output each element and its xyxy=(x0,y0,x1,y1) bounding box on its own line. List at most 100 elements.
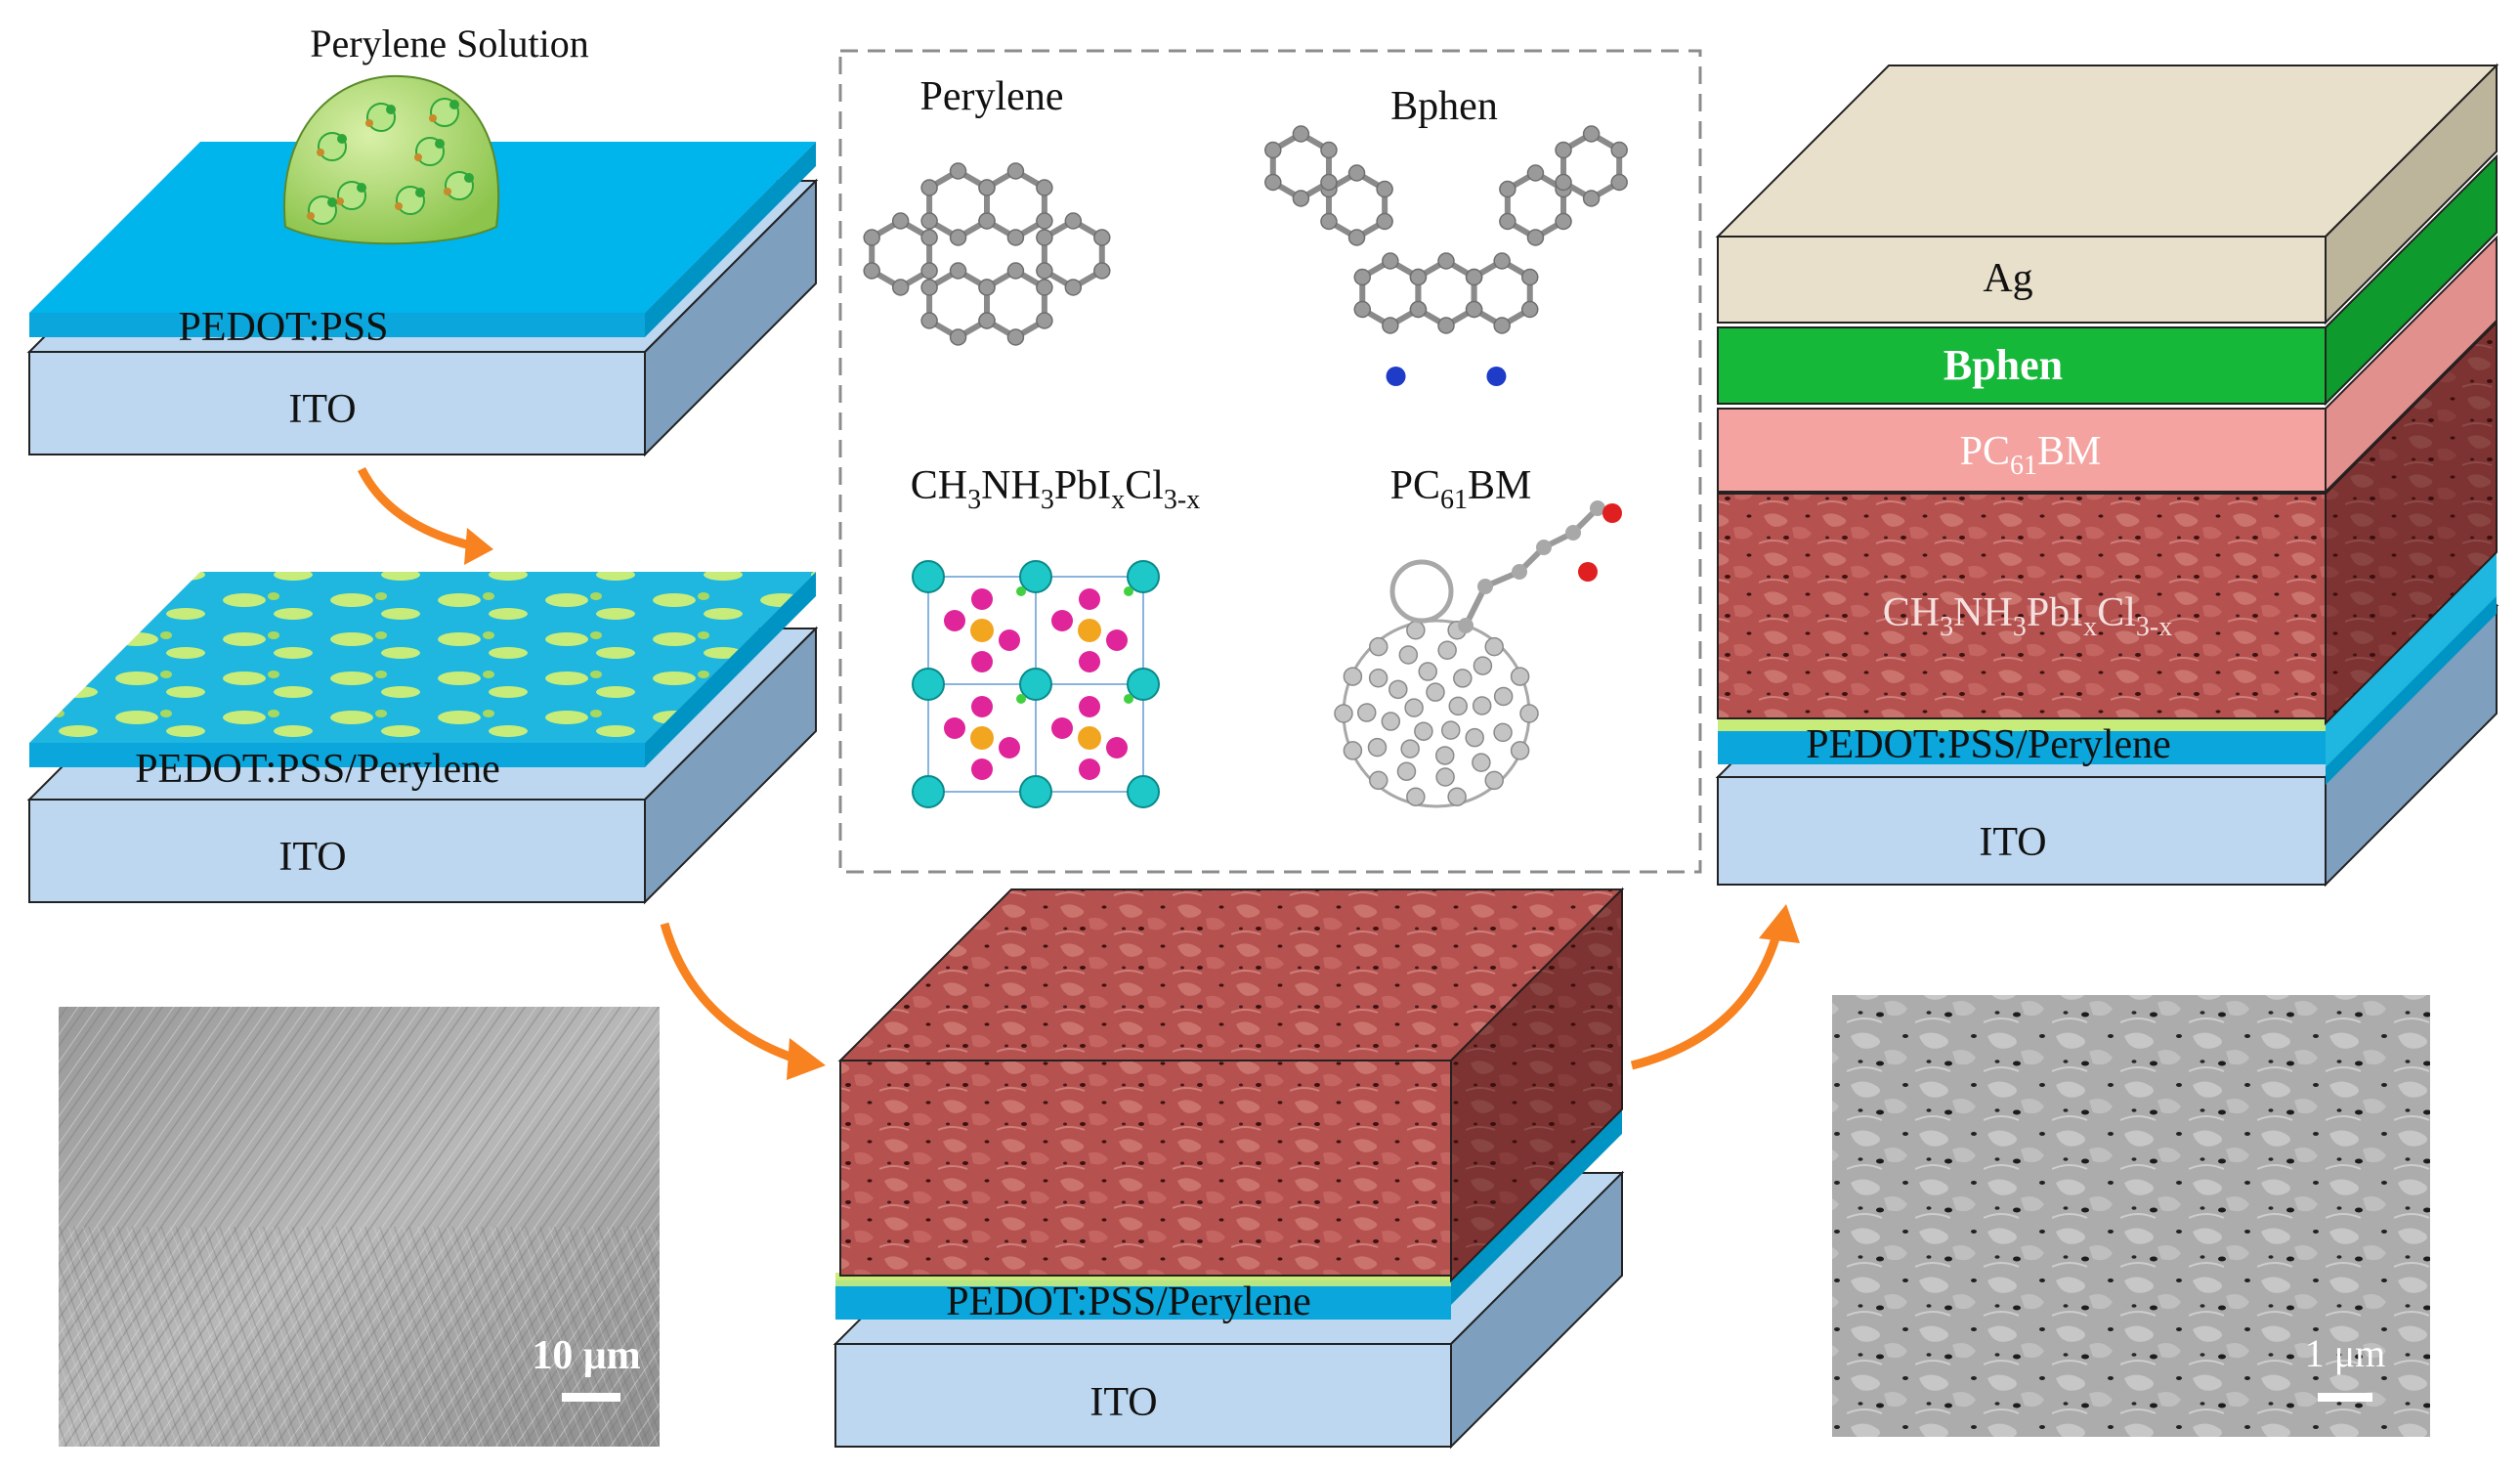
lattice-lead xyxy=(970,619,994,642)
perylene-ring-atom xyxy=(920,279,938,296)
perovskite-layer-label: CH3NH3PbIxCl3-x xyxy=(1883,590,2172,642)
fullerene-atom xyxy=(1465,727,1484,748)
solute-atom xyxy=(444,188,451,195)
perylene-ring-atom xyxy=(863,262,880,280)
process-arrow-3-head xyxy=(1759,904,1800,943)
formula-part: BM xyxy=(2037,429,2101,474)
bphen-ring-atom xyxy=(1409,268,1428,286)
sem-left-scale-label: 10 μm xyxy=(532,1333,640,1378)
fullerene-atom xyxy=(1426,682,1445,702)
formula-sub: x xyxy=(1111,485,1125,515)
side-chain-bonds xyxy=(1463,505,1601,628)
perylene-ring-atom xyxy=(1006,262,1025,280)
lattice-halide xyxy=(1079,588,1100,610)
bphen-ring-atom xyxy=(1526,229,1545,246)
oxygen-atom xyxy=(1602,503,1622,523)
perylene-film-edge xyxy=(1718,719,2326,731)
lattice-halide xyxy=(999,737,1020,758)
perovskite-side-shade xyxy=(2326,323,2497,723)
bphen-ring-bonds xyxy=(1560,130,1623,202)
formula-sub: 3 xyxy=(967,485,981,515)
device-stack: Ag Bphen PC61BM CH3NH3PbIxCl3-x PEDOT:PS… xyxy=(1715,63,2499,888)
lattice-lead xyxy=(970,726,994,750)
formula-part: BM xyxy=(1468,463,1531,508)
lattice-halide xyxy=(1079,758,1100,780)
bphen-ring-atom xyxy=(1437,317,1455,334)
bphen-ring-bonds xyxy=(1359,257,1422,329)
solute-atom xyxy=(415,188,425,197)
fullerene-atom xyxy=(1381,712,1401,731)
perovskite-formula-label: CH3NH3PbIxCl3-x xyxy=(911,463,1200,515)
formula-sub: 3-x xyxy=(2136,612,2172,642)
bphen-ring-atom xyxy=(1353,268,1372,286)
bphen-ring-atom xyxy=(1292,125,1310,143)
side-chain-atom xyxy=(1458,618,1474,633)
ito-label-step1: ITO xyxy=(288,387,356,432)
pedot-front-face xyxy=(29,313,645,337)
side-chain-atom xyxy=(1565,525,1581,541)
bphen-ring-atom xyxy=(1520,300,1539,319)
solute-atom xyxy=(429,114,437,122)
solute-atom xyxy=(317,149,324,156)
bphen-ring-atom xyxy=(1493,317,1511,334)
ito-front-face xyxy=(1717,776,2327,886)
ag-side-face xyxy=(2325,63,2498,325)
perovskite-side-face xyxy=(2325,320,2498,726)
perylene-ring-atom xyxy=(920,262,938,280)
solute-atom xyxy=(337,134,347,144)
bphen-ring-atom xyxy=(1264,173,1282,192)
bphen-ring-atom xyxy=(1320,141,1338,159)
bphen-ring-atom xyxy=(1582,125,1601,143)
ito-label-device: ITO xyxy=(1979,820,2046,865)
perylene-solution-title: Perylene Solution xyxy=(310,22,589,65)
perylene-ring-atom xyxy=(1064,212,1083,230)
side-chain-atom xyxy=(1536,540,1552,555)
sem-right-background xyxy=(1832,995,2430,1437)
sem-right-overlay xyxy=(1832,995,2430,1437)
sem-right-scale-bar xyxy=(2318,1393,2372,1402)
bphen-ring-bonds xyxy=(1269,130,1332,202)
formula-part: PC xyxy=(1960,429,2010,474)
fullerene-atom xyxy=(1367,737,1388,758)
perylene-ring-atom xyxy=(1093,262,1111,280)
bphen-ring-atom xyxy=(1582,190,1601,207)
fullerene-atom xyxy=(1369,770,1388,791)
fullerene-atom xyxy=(1357,703,1377,722)
pedot-side-face xyxy=(2326,593,2497,785)
perylene-ring-bonds xyxy=(984,267,1047,341)
bphen-ring-atom xyxy=(1347,229,1366,246)
fullerene-atom xyxy=(1369,636,1388,657)
perylene-ring-atom xyxy=(920,229,938,246)
bphen-ring-atom xyxy=(1376,180,1393,198)
fullerene-atom xyxy=(1343,741,1363,760)
sem-image-perovskite: 1 μm xyxy=(1832,995,2430,1437)
fullerene-atom xyxy=(1441,720,1461,740)
fullerene-atom xyxy=(1453,669,1473,688)
perovskite-front-face xyxy=(1717,493,2327,719)
bphen-layer-label: Bphen xyxy=(1943,341,2063,389)
bphen-ring-atom xyxy=(1555,173,1572,192)
bphen-ring-atom xyxy=(1493,252,1511,270)
pedot-side-face xyxy=(1451,1109,1622,1305)
bphen-ring-bonds xyxy=(1471,257,1533,329)
perylene-film-top-face xyxy=(29,572,816,743)
perylene-ring-atom xyxy=(1036,312,1053,329)
bphen-ring-atom xyxy=(1382,252,1399,270)
perylene-ring-atom xyxy=(920,312,938,329)
droplet-molecules xyxy=(307,98,474,225)
formula-part: PbI xyxy=(1054,463,1111,508)
solute-atom xyxy=(414,153,422,161)
formula-part: Cl xyxy=(1125,463,1164,508)
process-arrow-2-head xyxy=(787,1038,826,1080)
lattice-cation xyxy=(1019,668,1052,701)
phenyl-ring xyxy=(1389,559,1454,624)
formula-sub: 3 xyxy=(1940,612,1953,642)
lattice-halide xyxy=(1106,737,1128,758)
lattice-chloride xyxy=(1016,694,1026,704)
bphen-ring-atom xyxy=(1320,212,1338,231)
perylene-ring-bonds xyxy=(1041,217,1105,291)
perylene-ring-bonds xyxy=(926,267,990,341)
ag-front-face xyxy=(1717,236,2327,324)
